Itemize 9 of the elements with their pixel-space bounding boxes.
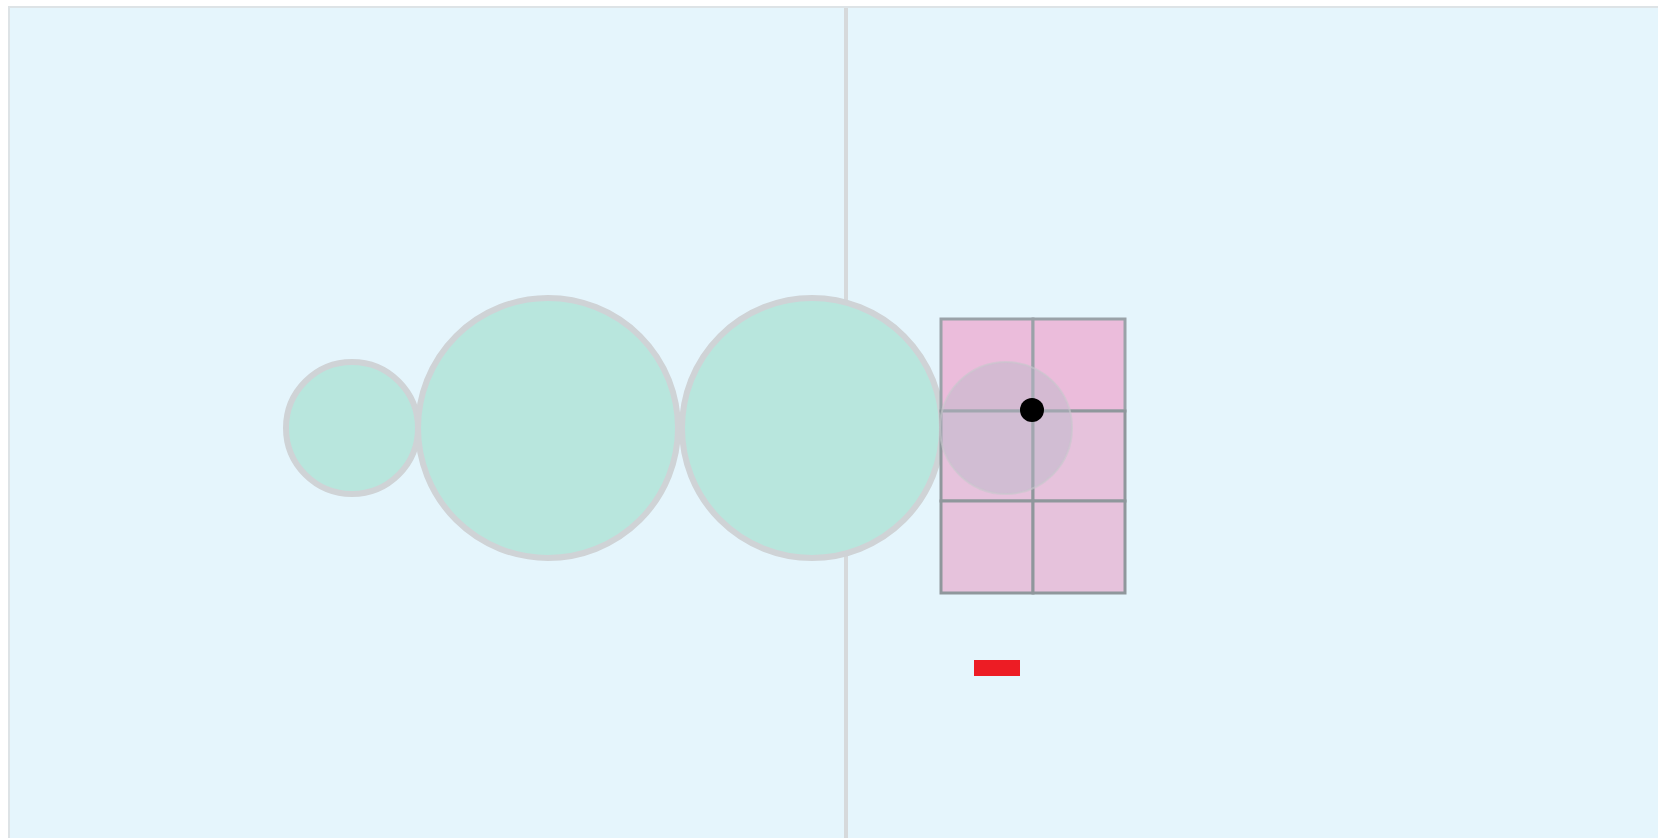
grid-cell xyxy=(1029,497,1127,595)
circle-shape-large xyxy=(412,292,684,564)
grid-cell xyxy=(1029,407,1127,503)
translucent-circle xyxy=(938,360,1074,496)
grid-cell xyxy=(937,497,1035,595)
grid-cell xyxy=(937,315,1035,413)
bar-marker xyxy=(974,660,1020,676)
grid-cell xyxy=(1029,315,1127,413)
grid-cell xyxy=(937,407,1035,503)
